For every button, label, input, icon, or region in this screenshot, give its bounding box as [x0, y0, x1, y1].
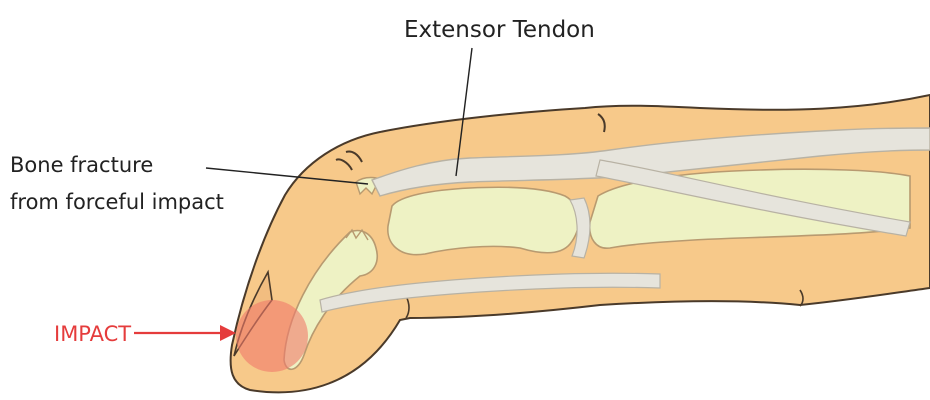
impact-label: IMPACT: [54, 322, 131, 346]
middle-phalanx-bone: [388, 187, 579, 254]
fracture-label-line2: from forceful impact: [10, 190, 224, 214]
tendon-label: Extensor Tendon: [404, 17, 595, 43]
impact-zone: [236, 300, 308, 372]
fracture-label-line1: Bone fracture: [10, 153, 153, 177]
